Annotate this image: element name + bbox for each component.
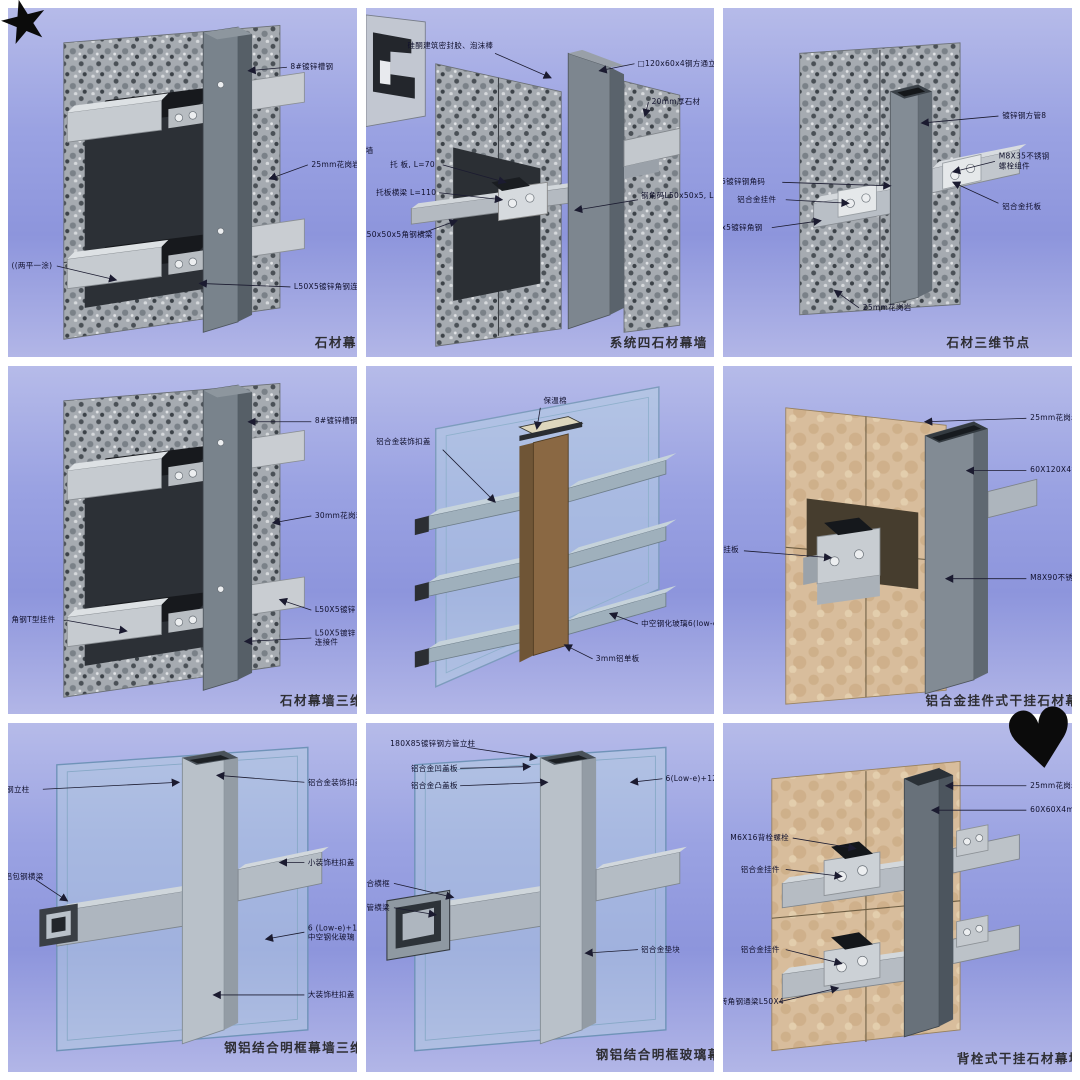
panel-caption: 背栓式干挂石材幕墙三维节点 bbox=[956, 1050, 1072, 1066]
panel-back-bolt-dry-hang-stone: 25mm花岗岩60X60X4mm镀M6X16背栓螺栓铝合金挂件铝合金挂件转角钢通… bbox=[723, 723, 1072, 1072]
part-label: 0x5镀锌角钢 bbox=[723, 222, 763, 232]
part-label: □120x60x4钢方通立 bbox=[637, 58, 715, 68]
part-label: 铝合金装饰扣盖 bbox=[376, 437, 431, 447]
part-label: 180X85镀锌钢方管立柱 bbox=[390, 739, 476, 749]
leader-lines bbox=[723, 781, 1072, 1072]
part-label: ((两平一涂) bbox=[11, 261, 53, 271]
part-label: 托板横梁 L=110 bbox=[376, 187, 437, 197]
panel-caption: 钢铝结合明框玻璃幕墙 bbox=[595, 1047, 715, 1063]
part-label: 铝合金托板 bbox=[1002, 201, 1042, 211]
3d-detail-rendering bbox=[365, 14, 680, 347]
part-label: 25mm花岗岩 bbox=[862, 302, 912, 312]
3d-detail-rendering bbox=[799, 42, 1027, 316]
part-label: L50x50x5角钢横梁 bbox=[365, 229, 433, 239]
3d-detail-rendering bbox=[386, 746, 687, 1052]
part-label: M8X35不锈钢 螺栓组件 bbox=[998, 151, 1050, 171]
3d-detail-rendering bbox=[39, 746, 329, 1052]
part-label: 保温棉 bbox=[543, 395, 567, 405]
label-layer: 25mm花岗岩 60X120X4镀挂板 M8X90不锈 bbox=[723, 366, 1072, 715]
label-layer: 25mm花岗岩60X60X4mm镀M6X16背栓螺栓铝合金挂件铝合金挂件转角钢通… bbox=[723, 723, 1072, 1072]
part-label: L50X5镀锌角钢连接件 bbox=[293, 282, 357, 292]
part-label: 25mm花岗岩 bbox=[1030, 413, 1072, 423]
part-label: M8X90不锈 bbox=[1030, 573, 1072, 583]
leader-lines bbox=[8, 8, 357, 357]
panel-steel-alu-exposed-frame-3d-node: 铝包钢立柱 铝合金装饰扣盖小装饰柱扣盖铝包钢横梁 6 (Low-e)+1 中空钢化玻… bbox=[8, 723, 357, 1072]
heart-doodle: ♥ bbox=[997, 688, 1080, 793]
part-label: L50X5镀锌 连接件 bbox=[314, 627, 356, 647]
part-label: 6(Low-e)+12A+ bbox=[665, 774, 715, 784]
label-layer: 8#镀锌槽钢 25mm花岗岩 ((两平一涂) L50X5镀锌角钢连接件 bbox=[8, 8, 357, 357]
part-label: 铝包钢横梁 bbox=[8, 871, 44, 881]
leader-lines bbox=[8, 772, 357, 1000]
leader-lines bbox=[366, 366, 715, 715]
panel-stone-curtain-wall: 8#镀锌槽钢 25mm花岗岩 ((两平一涂) L50X5镀锌角钢连接件 石材幕墙 bbox=[8, 8, 357, 357]
panel-stone-wall-3d-node: 8#镀锌槽钢 30mm花岗岩 L50X5镀锌 L50X5镀锌 连接件 角钢T型挂件 石材… bbox=[8, 365, 357, 715]
part-label: 60X120X4镀 bbox=[1030, 465, 1072, 475]
star-doodle: ★ bbox=[0, 0, 58, 61]
leader-lines bbox=[723, 366, 1072, 583]
label-layer: 铝包钢立柱 铝合金装饰扣盖小装饰柱扣盖铝包钢横梁 6 (Low-e)+1 中空钢化玻… bbox=[8, 723, 357, 1072]
part-label: 铝包钢立柱 bbox=[8, 784, 30, 794]
part-label: 方管横梁 bbox=[366, 903, 390, 913]
3d-detail-rendering bbox=[63, 382, 305, 698]
label-layer: 保温棉铝合金装饰扣盖中空钢化玻璃6(low-e 3mm铝单板 bbox=[366, 366, 715, 715]
part-label: 钢角码L50x50x5, L=50 bbox=[641, 191, 714, 201]
panel-louver-glass-detail: 保温棉铝合金装饰扣盖中空钢化玻璃6(low-e 3mm铝单板 bbox=[365, 365, 715, 715]
part-label: 中空钢化玻璃6(low-e bbox=[641, 618, 715, 628]
panel-aluminum-clip-dry-hang-stone: 25mm花岗岩 60X120X4镀挂板 M8X90不锈 铝合金挂件式干挂石材幕墙 bbox=[723, 365, 1072, 715]
part-label: 8#镀锌槽钢 bbox=[290, 62, 334, 72]
part-label: 铝合金挂件 bbox=[740, 945, 780, 955]
part-label: 铝合金凹盖板 bbox=[410, 763, 458, 773]
part-label: 铝合金凸盖板 bbox=[410, 781, 458, 791]
part-label: M6X16背栓螺栓 bbox=[730, 833, 789, 843]
leader-lines bbox=[723, 8, 1072, 357]
part-label: 托 板, L=70 bbox=[390, 160, 435, 170]
panel-system4-stone-curtain-wall: 硅酮建筑密封胶、泡沫棒 □120x60x4钢方通立 20mm厚石材托 板, L=70… bbox=[365, 8, 715, 357]
part-label: 角钢T型挂件 bbox=[11, 615, 56, 625]
part-label: 30mm花岗岩 bbox=[314, 510, 357, 520]
leader-lines bbox=[366, 8, 651, 357]
part-label: 小装饰柱扣盖 bbox=[307, 857, 355, 867]
part-label: 铝合金挂件 bbox=[740, 864, 780, 874]
label-layer: 8#镀锌槽钢 30mm花岗岩 L50X5镀锌 L50X5镀锌 连接件 角钢T型挂件 bbox=[8, 366, 357, 715]
part-label: 20mm厚石材 bbox=[651, 97, 701, 107]
part-label: 挂板 bbox=[723, 545, 739, 555]
panel-caption: 铝合金挂件式干挂石材幕墙 bbox=[925, 692, 1072, 708]
3d-detail-rendering bbox=[63, 24, 305, 340]
panel-caption: 钢铝结合明框幕墙三维节点 bbox=[224, 1040, 357, 1056]
part-label: 硅酮建筑密封胶、泡沫棒 bbox=[407, 41, 494, 51]
part-label: 转角钢通梁L50X4 bbox=[723, 997, 784, 1007]
panel-caption: 石材幕墙三维节点 bbox=[279, 692, 357, 708]
3d-detail-rendering bbox=[771, 761, 1021, 1052]
part-label: 25mm花岗岩 bbox=[311, 160, 357, 170]
leader-lines bbox=[8, 417, 357, 645]
part-label: L50X5镀锌 bbox=[314, 604, 356, 614]
part-label: 墙 bbox=[365, 146, 374, 156]
part-label: 铝合金装饰扣盖 bbox=[307, 777, 357, 787]
part-label: 镀锌钢方管8 bbox=[1002, 111, 1047, 121]
part-label: 60X60X4mm镀 bbox=[1030, 805, 1072, 815]
part-label: 3mm铝单板 bbox=[595, 653, 640, 663]
3d-detail-rendering bbox=[414, 385, 676, 688]
panel-caption: 石材三维节点 bbox=[946, 335, 1031, 351]
leader-lines bbox=[366, 723, 715, 958]
part-label: 8#镀锌槽钢 bbox=[314, 416, 357, 426]
panel-caption: 石材幕墙 bbox=[314, 335, 357, 351]
3d-detail-rendering bbox=[785, 407, 1038, 705]
part-label: 25mm花岗岩 bbox=[1030, 781, 1072, 791]
label-layer: 硅酮建筑密封胶、泡沫棒 □120x60x4钢方通立 20mm厚石材托 板, L=70… bbox=[366, 8, 715, 357]
part-label: 组合横框 bbox=[366, 878, 390, 888]
part-label: 铝合金垫块 bbox=[641, 945, 681, 955]
part-label: 6 (Low-e)+1 中空钢化玻璃 bbox=[307, 922, 357, 942]
part-label: x5镀锌钢角码 bbox=[723, 177, 766, 187]
part-label: 铝合金挂件 bbox=[737, 194, 777, 204]
panel-caption: 系统四石材幕墙 bbox=[609, 335, 708, 351]
part-label: 大装饰柱扣盖 bbox=[307, 990, 355, 1000]
